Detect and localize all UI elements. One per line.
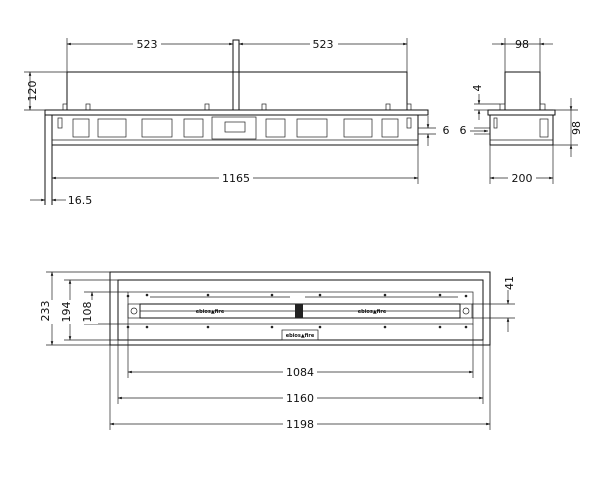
side-clip — [539, 103, 546, 111]
front-hole — [406, 117, 412, 129]
dim-label-1160: 1160 — [286, 392, 314, 405]
plan-brand-center: ebios▲fire — [286, 333, 315, 339]
side-clip — [499, 103, 506, 111]
plan-view: ebios▲fire ebios▲fire ebios▲fire 233 194… — [39, 271, 516, 431]
dim-label-1084: 1084 — [286, 366, 314, 379]
side-hole — [539, 118, 549, 138]
plan-screws-bottom — [126, 325, 468, 329]
dim-label-98-top: 98 — [515, 38, 529, 51]
dim-label-120: 120 — [26, 81, 39, 102]
plan-brand-right: ebios▲fire — [358, 309, 387, 315]
plan-brand-left: ebios▲fire — [196, 309, 225, 315]
front-clip — [385, 103, 391, 111]
front-center-riser — [232, 39, 240, 111]
front-hole — [343, 118, 373, 138]
dim-label-200: 200 — [512, 172, 533, 185]
front-hole — [97, 118, 127, 138]
front-clip — [85, 103, 91, 111]
front-hole — [265, 118, 286, 138]
side-view: 98 4 6 98 200 — [460, 38, 583, 185]
plan-center-divider — [295, 304, 303, 318]
dim-label-41: 41 — [503, 276, 516, 290]
dim-label-98-right: 98 — [570, 121, 583, 135]
dim-label-194: 194 — [60, 302, 73, 323]
front-body — [51, 114, 419, 146]
front-hole — [183, 118, 204, 138]
front-hole — [296, 118, 328, 138]
dim-label-16-5: 16.5 — [68, 194, 93, 207]
dim-label-1198: 1198 — [286, 418, 314, 431]
dim-label-1165: 1165 — [222, 172, 250, 185]
plan-badge — [281, 329, 319, 341]
front-center-inner — [224, 121, 246, 133]
plan-screws-top — [126, 293, 468, 298]
plan-knob-left — [130, 307, 138, 315]
front-hole — [381, 118, 399, 138]
front-clip — [261, 103, 267, 111]
side-flange — [487, 109, 556, 116]
side-hole — [493, 117, 498, 129]
dim-label-523-right: 523 — [313, 38, 334, 51]
front-top-box — [66, 71, 408, 111]
plan-end-cap-left — [127, 303, 141, 319]
dim-label-523-left: 523 — [137, 38, 158, 51]
front-hole — [72, 118, 90, 138]
front-hole — [57, 117, 63, 129]
front-flange — [44, 109, 429, 116]
front-clip — [204, 103, 210, 111]
front-view: 523 523 120 6 1165 16.5 — [24, 37, 450, 207]
dim-label-6-front: 6 — [443, 124, 450, 137]
plan-knob-right — [462, 307, 470, 315]
dim-label-108: 108 — [81, 302, 94, 323]
front-center-hole — [211, 116, 257, 140]
dim-label-233: 233 — [39, 301, 52, 322]
side-top-box — [504, 71, 541, 111]
dim-label-6-side: 6 — [460, 124, 467, 137]
front-hole — [141, 118, 173, 138]
plan-outer-frame — [109, 271, 491, 346]
front-clip — [406, 103, 412, 111]
side-body — [489, 114, 554, 146]
plan-end-cap-right — [459, 303, 473, 319]
front-clip — [62, 103, 68, 111]
dim-label-4: 4 — [471, 85, 484, 92]
